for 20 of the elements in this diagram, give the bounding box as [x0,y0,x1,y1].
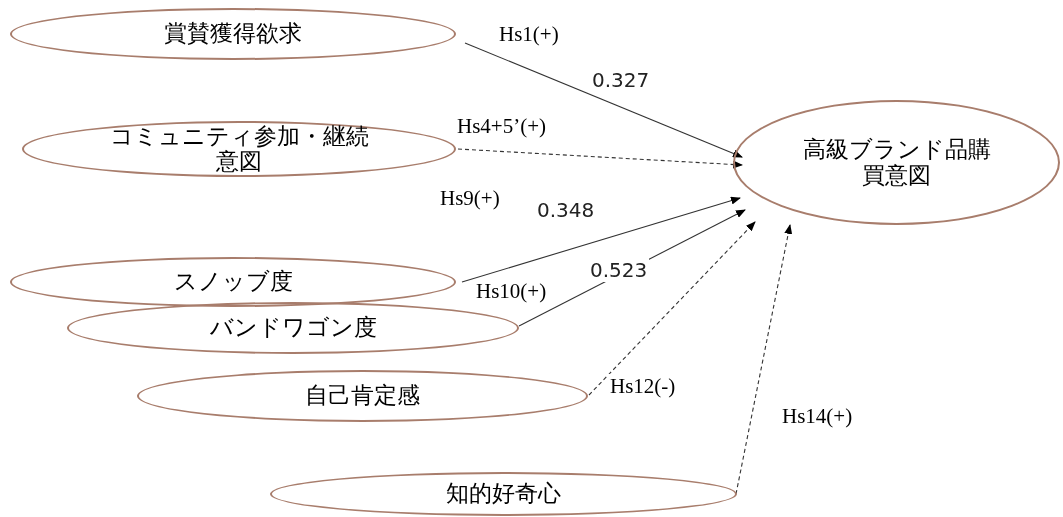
construct-label: 知的好奇心 [446,481,561,507]
construct-ellipse [270,472,737,516]
construct-label: 自己肯定感 [305,383,420,409]
construct-ellipse [137,370,588,422]
path-coefficient: 0.523 [588,258,650,282]
arrow [457,148,743,169]
arrow [461,196,741,283]
construct-label: バンドワゴン度 [209,315,377,341]
construct-label: 高級ブランド品購買意図 [801,137,992,188]
hypothesis-label: Hs12(-) [608,374,678,399]
construct-ellipse [733,100,1060,225]
arrow [464,42,743,158]
construct-label: 賞賛獲得欲求 [164,21,302,47]
construct-ellipse [10,257,456,307]
construct-ellipse [22,121,456,177]
construct-label: コミュニティ参加・継続意図 [108,123,370,175]
construct-ellipse [10,8,456,60]
arrow [588,221,756,396]
arrow [735,224,793,495]
construct-label: スノッブ度 [173,269,293,295]
